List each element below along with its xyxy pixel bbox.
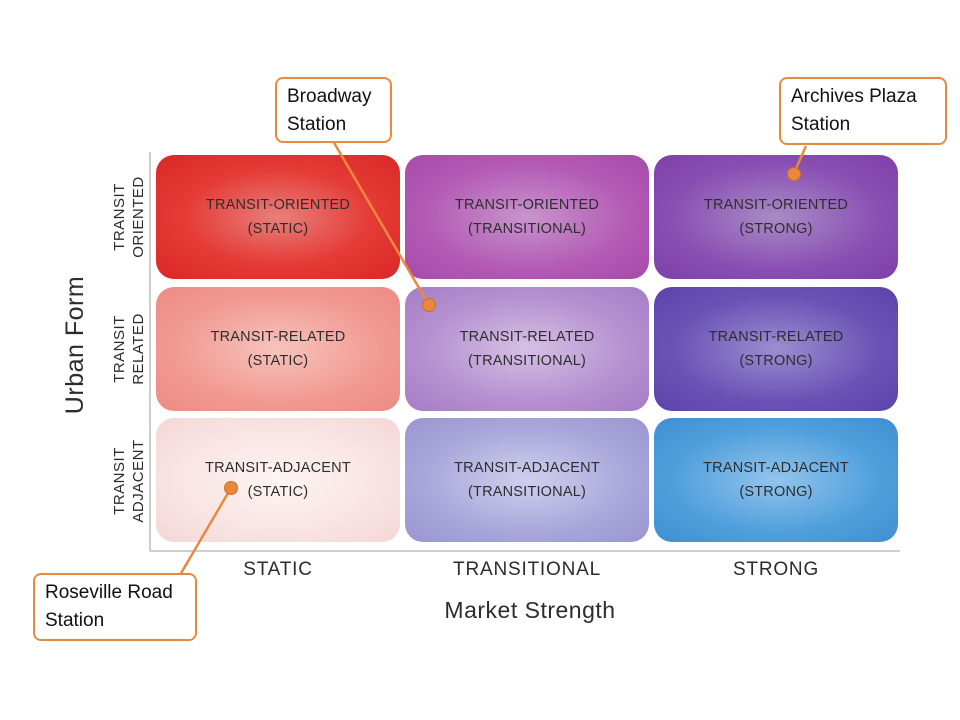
cell-subtitle: (STATIC) — [247, 484, 309, 500]
cell-adjacent-strong: TRANSIT-ADJACENT (STRONG) — [654, 418, 898, 542]
cell-title: TRANSIT-ADJACENT — [454, 460, 600, 476]
column-label-strong: STRONG — [732, 559, 820, 580]
cell-subtitle: (STRONG) — [739, 484, 813, 500]
cell-subtitle: (STRONG) — [739, 353, 813, 369]
cell-related-transitional: TRANSIT-RELATED (TRANSITIONAL) — [405, 287, 649, 411]
callout-line1: Roseville Road — [45, 582, 173, 603]
cell-subtitle: (STATIC) — [247, 353, 309, 369]
cell-subtitle: (STATIC) — [247, 221, 309, 237]
callout-broadway-station: Broadway Station — [275, 77, 392, 143]
cell-subtitle: (TRANSITIONAL) — [468, 353, 586, 369]
callout-line2: Station — [287, 114, 347, 135]
x-axis-title: Market Strength — [444, 597, 616, 623]
cell-subtitle: (TRANSITIONAL) — [468, 221, 586, 237]
callout-archives-plaza-station: Archives Plaza Station — [779, 77, 947, 145]
cell-subtitle: (TRANSITIONAL) — [468, 484, 586, 500]
callout-line2: Station — [791, 114, 851, 135]
leader-broadway — [331, 140, 431, 306]
cell-title: TRANSIT-RELATED — [210, 329, 346, 345]
station-marker-broadway — [422, 298, 436, 312]
column-label-static: STATIC — [243, 559, 313, 580]
cell-oriented-transitional: TRANSIT-ORIENTED (TRANSITIONAL) — [405, 155, 649, 279]
callout-line1: Broadway — [287, 86, 372, 107]
cell-title: TRANSIT-ORIENTED — [703, 197, 849, 213]
cell-title: TRANSIT-ADJACENT — [205, 460, 351, 476]
callout-roseville-road-station: Roseville Road Station — [33, 573, 197, 641]
cell-related-strong: TRANSIT-RELATED (STRONG) — [654, 287, 898, 411]
cell-title: TRANSIT-RELATED — [459, 329, 595, 345]
cell-oriented-strong: TRANSIT-ORIENTED (STRONG) — [654, 155, 898, 279]
callout-line2: Station — [45, 610, 105, 631]
cell-adjacent-static: TRANSIT-ADJACENT (STATIC) — [156, 418, 400, 542]
station-marker-archives-plaza — [787, 167, 801, 181]
cell-title: TRANSIT-ORIENTED — [205, 197, 351, 213]
cell-related-static: TRANSIT-RELATED (STATIC) — [156, 287, 400, 411]
cell-title: TRANSIT-ADJACENT — [703, 460, 849, 476]
station-marker-roseville-road — [224, 481, 238, 495]
callout-line1: Archives Plaza — [791, 86, 917, 107]
cell-adjacent-transitional: TRANSIT-ADJACENT (TRANSITIONAL) — [405, 418, 649, 542]
cell-title: TRANSIT-RELATED — [708, 329, 844, 345]
cell-subtitle: (STRONG) — [739, 221, 813, 237]
column-label-transitional: TRANSITIONAL — [453, 559, 601, 580]
cell-title: TRANSIT-ORIENTED — [454, 197, 600, 213]
cell-oriented-static: TRANSIT-ORIENTED (STATIC) — [156, 155, 400, 279]
